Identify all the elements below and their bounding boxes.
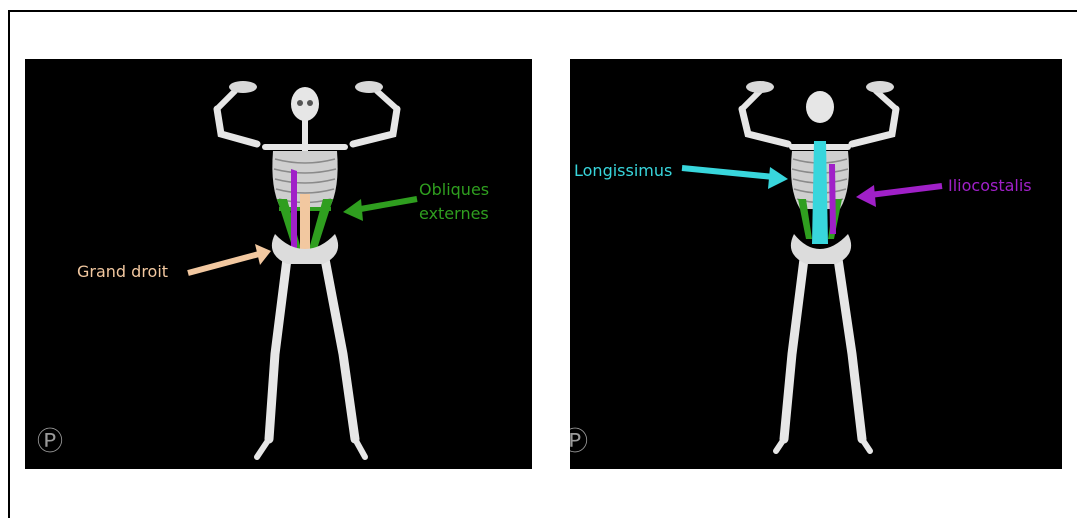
right-leg	[838, 259, 862, 439]
right-foot	[862, 439, 870, 451]
skull	[291, 87, 319, 121]
right-upper-arm	[852, 109, 896, 144]
skull	[806, 91, 834, 123]
arrow-iliocostalis	[856, 185, 942, 207]
left-foot	[776, 439, 784, 451]
longissimus-muscle	[812, 141, 828, 244]
right-hand	[355, 81, 383, 93]
label-grand-droit: Grand droit	[77, 261, 168, 283]
posterior-skeleton-illustration	[570, 59, 1062, 469]
label-longissimus: Longissimus	[574, 160, 672, 182]
right-leg	[325, 259, 355, 439]
posterior-view-panel: Longissimus Iliocostalis Ⓟ	[570, 59, 1062, 469]
label-iliocostalis: Iliocostalis	[948, 175, 1032, 197]
iliocostalis-front-hint	[291, 169, 297, 249]
arrow-grand-droit	[188, 244, 271, 273]
left-leg	[784, 259, 804, 439]
skeleton-front	[217, 91, 397, 457]
left-foot	[257, 439, 269, 457]
skull-eye-right	[307, 100, 313, 106]
anatomy-logo-icon: Ⓟ	[570, 421, 588, 458]
left-hand	[746, 81, 774, 93]
skull-eye-left	[297, 100, 303, 106]
left-leg	[269, 259, 287, 439]
label-obliques-line2: externes	[419, 203, 489, 225]
left-hand	[229, 81, 257, 93]
left-upper-arm	[742, 109, 788, 144]
left-forearm	[217, 91, 235, 109]
label-obliques-line1: Obliques	[419, 179, 489, 201]
anatomy-logo-icon: Ⓟ	[37, 421, 63, 458]
left-upper-arm	[217, 109, 257, 144]
left-forearm	[742, 91, 760, 109]
right-foot	[355, 439, 365, 457]
anterior-view-panel: Obliques externes Grand droit Ⓟ	[25, 59, 532, 469]
right-hand	[866, 81, 894, 93]
right-upper-arm	[353, 109, 397, 144]
right-forearm	[876, 91, 896, 109]
arrow-obliques	[343, 199, 417, 221]
iliocostalis-muscle	[829, 164, 836, 234]
right-forearm	[377, 91, 397, 109]
arrow-longissimus	[682, 167, 788, 189]
